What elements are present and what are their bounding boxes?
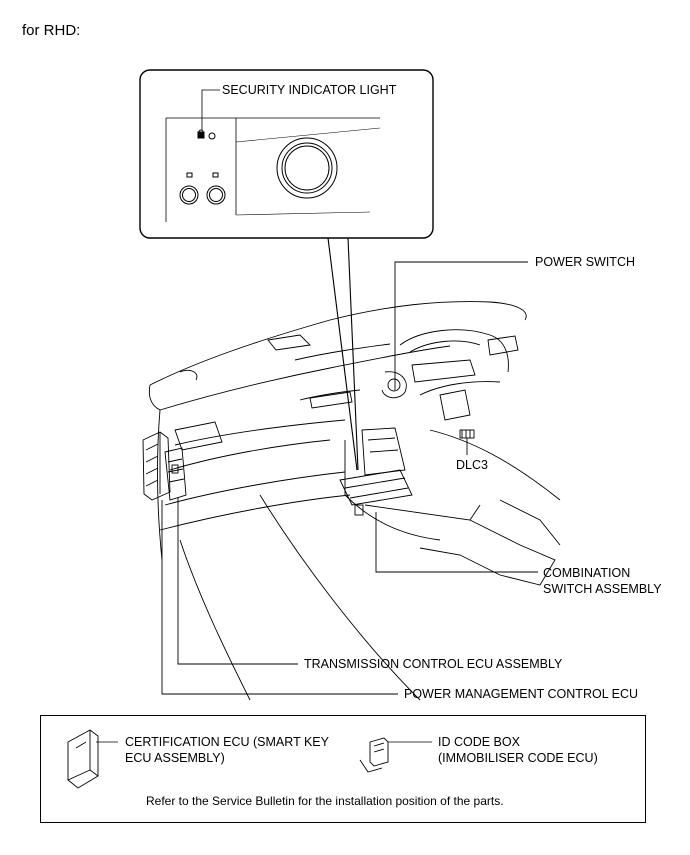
legend-certification-ecu-line2: ECU ASSEMBLY) <box>125 751 225 765</box>
certification-ecu-icon <box>67 729 99 789</box>
security-indicator-icon <box>197 129 216 140</box>
label-power-switch: POWER SWITCH <box>535 255 635 269</box>
inset-callout <box>139 69 434 239</box>
combination-switch-shape <box>339 427 413 516</box>
label-power-management-ecu: POWER MANAGEMENT CONTROL ECU <box>404 687 639 701</box>
label-combination-switch-line2: SWITCH ASSEMBLY <box>543 582 662 596</box>
legend-box <box>40 715 646 823</box>
legend-certification-ecu-line1: CERTIFICATION ECU (SMART KEY <box>125 735 329 749</box>
transmission-ecu-shape <box>164 447 187 501</box>
id-code-box-icon <box>359 737 432 773</box>
legend-id-code-box-line2: (IMMOBILISER CODE ECU) <box>438 751 598 765</box>
leader-lines <box>161 261 538 695</box>
dlc3-connector-shape <box>459 429 475 439</box>
power-switch-knob <box>276 137 338 199</box>
panel-buttons <box>179 172 226 205</box>
dashboard-sketch <box>148 301 561 701</box>
label-combination-switch-line1: COMBINATION <box>543 566 631 580</box>
legend-id-code-box-line1: ID CODE BOX <box>438 735 520 749</box>
legend-note: Refer to the Service Bulletin for the in… <box>146 794 504 808</box>
page-heading: for RHD: <box>22 22 81 39</box>
label-dlc3: DLC3 <box>456 458 488 472</box>
label-security-indicator-light: SECURITY INDICATOR LIGHT <box>222 83 397 97</box>
power-management-ecu-shape <box>142 431 171 501</box>
label-transmission-control-ecu: TRANSMISSION CONTROL ECU ASSEMBLY <box>304 657 563 671</box>
